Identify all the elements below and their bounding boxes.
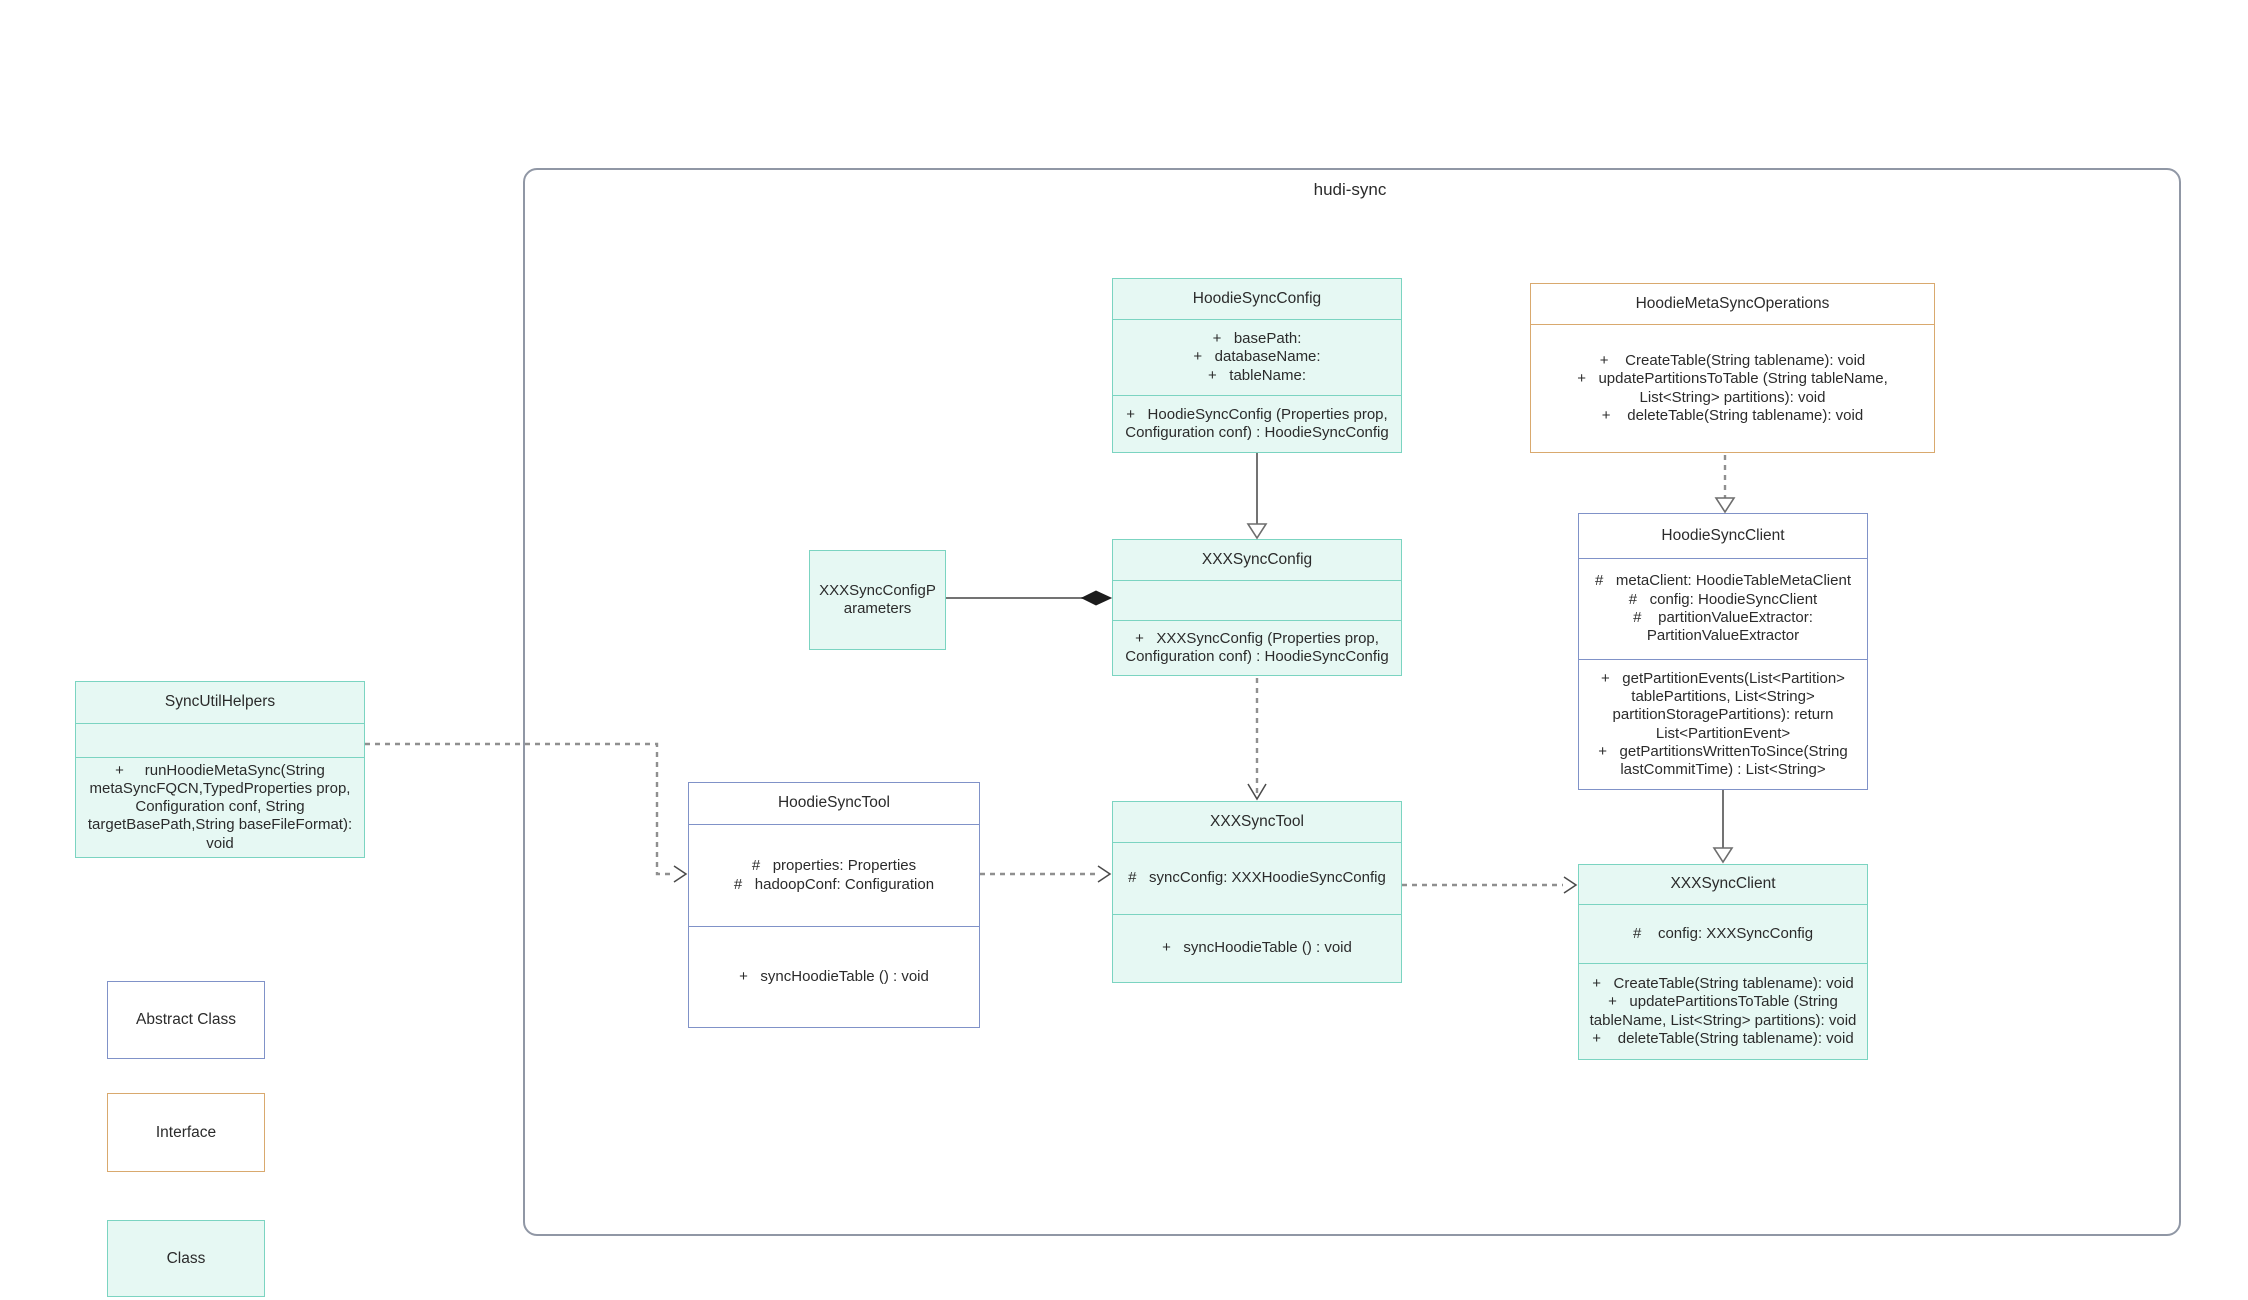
- class-methods: + runHoodieMetaSync(String metaSyncFQCN,…: [76, 756, 364, 857]
- abstract-class-hoodie-sync-client: HoodieSyncClient # metaClient: HoodieTab…: [1578, 513, 1868, 790]
- class-methods: + CreateTable(String tablename): void + …: [1579, 963, 1867, 1059]
- method: + runHoodieMetaSync(String metaSyncFQCN,…: [87, 761, 357, 852]
- attribute: + basePath:: [1212, 330, 1302, 348]
- method: + updatePartitionsToTable (String tableN…: [1577, 370, 1892, 406]
- method: + CreateTable(String tablename): void: [1592, 974, 1854, 992]
- attribute: # config: HoodieSyncClient: [1628, 590, 1818, 608]
- class-xxx-sync-client: XXXSyncClient # config: XXXSyncConfig + …: [1578, 864, 1868, 1060]
- class-title: SyncUtilHelpers: [164, 693, 276, 711]
- interface-methods: + CreateTable(String tablename): void + …: [1531, 324, 1934, 452]
- class-xxx-sync-config: XXXSyncConfig + XXXSyncConfig (Propertie…: [1112, 539, 1402, 676]
- class-xxx-sync-tool: XXXSyncTool # syncConfig: XXXHoodieSyncC…: [1112, 801, 1402, 983]
- abstract-class-methods: + getPartitionEvents(List<Partition> tab…: [1579, 659, 1867, 789]
- attribute: # config: XXXSyncConfig: [1632, 924, 1814, 942]
- class-xxx-sync-config-parameters: XXXSyncConfigParameters: [809, 550, 946, 650]
- attribute: # hadoopConf: Configuration: [733, 875, 935, 893]
- method: + CreateTable(String tablename): void: [1599, 351, 1866, 369]
- class-methods: + HoodieSyncConfig (Properties prop, Con…: [1113, 395, 1401, 452]
- method: + getPartitionEvents(List<Partition> tab…: [1601, 669, 1850, 742]
- attribute: + databaseName:: [1193, 348, 1321, 366]
- interface-title: HoodieMetaSyncOperations: [1635, 294, 1830, 312]
- class-methods: + syncHoodieTable () : void: [1113, 914, 1401, 982]
- method: + deleteTable(String tablename): void: [1601, 406, 1864, 424]
- class-attributes: # config: XXXSyncConfig: [1579, 904, 1867, 963]
- legend-label: Interface: [155, 1123, 217, 1141]
- class-hoodie-sync-config: HoodieSyncConfig + basePath: + databaseN…: [1112, 278, 1402, 453]
- method: + HoodieSyncConfig (Properties prop, Con…: [1125, 405, 1392, 441]
- class-title: XXXSyncTool: [1210, 812, 1304, 830]
- class-sync-util-helpers: SyncUtilHelpers + runHoodieMetaSync(Stri…: [75, 681, 365, 858]
- class-attributes: # syncConfig: XXXHoodieSyncConfig: [1113, 842, 1401, 914]
- class-attributes: + basePath: + databaseName: + tableName:: [1113, 319, 1401, 395]
- abstract-class-attributes: # metaClient: HoodieTableMetaClient # co…: [1579, 558, 1867, 659]
- method: + syncHoodieTable () : void: [739, 967, 929, 985]
- package-container: [523, 168, 2181, 1236]
- abstract-class-methods: + syncHoodieTable () : void: [689, 926, 979, 1027]
- class-methods: + XXXSyncConfig (Properties prop, Config…: [1113, 620, 1401, 675]
- abstract-class-title: HoodieSyncClient: [1661, 526, 1785, 544]
- legend-interface: Interface: [107, 1093, 265, 1172]
- interface-hoodie-meta-sync-operations: HoodieMetaSyncOperations + CreateTable(S…: [1530, 283, 1935, 453]
- attribute: # syncConfig: XXXHoodieSyncConfig: [1128, 869, 1386, 887]
- class-title: XXXSyncConfigParameters: [819, 581, 936, 617]
- attribute: # metaClient: HoodieTableMetaClient: [1595, 572, 1851, 590]
- abstract-class-attributes: # properties: Properties # hadoopConf: C…: [689, 824, 979, 926]
- abstract-class-title: HoodieSyncTool: [777, 794, 890, 812]
- class-title: XXXSyncClient: [1670, 875, 1776, 893]
- class-title: HoodieSyncConfig: [1192, 289, 1322, 307]
- abstract-class-hoodie-sync-tool: HoodieSyncTool # properties: Properties …: [688, 782, 980, 1028]
- attribute: # properties: Properties: [751, 857, 917, 875]
- method: + XXXSyncConfig (Properties prop, Config…: [1125, 629, 1389, 665]
- class-title: XXXSyncConfig: [1201, 550, 1313, 568]
- attribute: + tableName:: [1208, 366, 1306, 384]
- class-attributes-empty: [76, 723, 364, 757]
- method: + syncHoodieTable () : void: [1162, 939, 1352, 957]
- legend-label: Abstract Class: [136, 1011, 236, 1028]
- legend-abstract-class: Abstract Class: [107, 981, 265, 1059]
- method: + getPartitionsWrittenToSince(String las…: [1598, 742, 1852, 779]
- attribute: # partitionValueExtractor: PartitionValu…: [1633, 609, 1818, 645]
- legend-class: Class: [107, 1220, 265, 1297]
- method: + updatePartitionsToTable (String tableN…: [1589, 993, 1857, 1029]
- package-label: hudi-sync: [1313, 180, 1387, 199]
- method: + deleteTable(String tablename): void: [1592, 1029, 1854, 1047]
- legend-label: Class: [166, 1249, 206, 1267]
- class-attributes-empty: [1113, 580, 1401, 620]
